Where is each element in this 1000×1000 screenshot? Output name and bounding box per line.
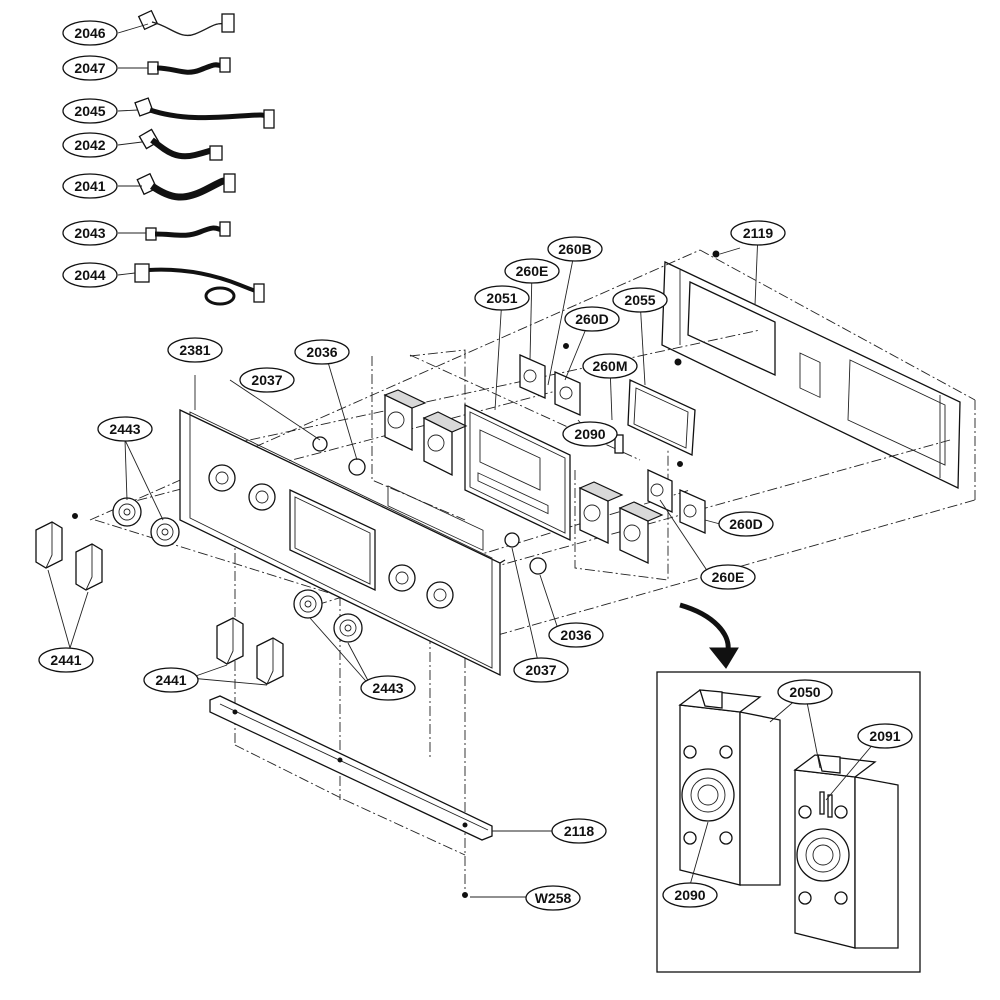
wire-harness-group bbox=[117, 9, 275, 306]
callout-2381: 2381 bbox=[167, 337, 223, 363]
board-260D-upper bbox=[554, 371, 581, 416]
svg-text:2443: 2443 bbox=[109, 421, 140, 437]
svg-text:2118: 2118 bbox=[564, 823, 595, 839]
callout-2037-lower: 2037 bbox=[513, 657, 569, 683]
callout-2119: 2119 bbox=[730, 220, 786, 246]
board-260E-lower bbox=[647, 468, 673, 514]
harness-2045 bbox=[117, 97, 275, 129]
callout-2046: 2046 bbox=[62, 20, 118, 46]
harness-2046 bbox=[117, 9, 235, 37]
callout-2090-detail: 2090 bbox=[662, 882, 718, 908]
encoder-upper-left-2 bbox=[422, 411, 468, 477]
svg-text:W258: W258 bbox=[535, 890, 572, 906]
callout-2118: 2118 bbox=[551, 818, 607, 844]
callout-2090-main: 2090 bbox=[562, 421, 618, 447]
svg-text:2045: 2045 bbox=[74, 103, 105, 119]
svg-text:2090: 2090 bbox=[574, 426, 605, 442]
svg-text:2042: 2042 bbox=[74, 137, 105, 153]
svg-text:260D: 260D bbox=[575, 311, 608, 327]
svg-text:2046: 2046 bbox=[74, 25, 105, 41]
callout-2043: 2043 bbox=[62, 220, 118, 246]
callout-2050: 2050 bbox=[777, 679, 833, 705]
callout-2037-upper: 2037 bbox=[239, 367, 295, 393]
front-panel-2381 bbox=[179, 375, 506, 677]
knob-rings-and-knobs bbox=[35, 497, 363, 685]
svg-text:2443: 2443 bbox=[372, 680, 403, 696]
callout-2443-lower: 2443 bbox=[360, 675, 416, 701]
callout-2041: 2041 bbox=[62, 173, 118, 199]
svg-text:260B: 260B bbox=[558, 241, 591, 257]
svg-text:2043: 2043 bbox=[74, 225, 105, 241]
knob-lower-2 bbox=[256, 637, 284, 685]
board-260D-lower bbox=[679, 489, 706, 534]
callout-2045: 2045 bbox=[62, 98, 118, 124]
svg-text:2441: 2441 bbox=[50, 652, 81, 668]
bottom-bracket-2118 bbox=[209, 695, 493, 898]
harness-2042 bbox=[117, 128, 223, 161]
callout-2091: 2091 bbox=[857, 723, 913, 749]
back-plate-2119 bbox=[661, 247, 961, 490]
callout-2443-left: 2443 bbox=[97, 416, 153, 442]
callout-2055: 2055 bbox=[612, 287, 668, 313]
encoder-detail-2 bbox=[793, 754, 899, 949]
encoder-lower-right-2 bbox=[618, 501, 664, 565]
svg-text:2044: 2044 bbox=[74, 267, 105, 283]
harness-2041 bbox=[118, 172, 236, 201]
callout-2051: 2051 bbox=[474, 285, 530, 311]
knob-lower-1 bbox=[216, 617, 244, 665]
svg-text:2050: 2050 bbox=[789, 684, 820, 700]
svg-text:260M: 260M bbox=[592, 358, 627, 374]
encoder-detail-1 bbox=[678, 689, 781, 886]
svg-text:2037: 2037 bbox=[525, 662, 556, 678]
callout-2042: 2042 bbox=[62, 132, 118, 158]
detail-inset bbox=[656, 602, 921, 973]
callout-260D-lower: 260D bbox=[718, 511, 774, 537]
svg-text:2441: 2441 bbox=[155, 672, 186, 688]
svg-text:2119: 2119 bbox=[743, 225, 774, 241]
svg-text:2055: 2055 bbox=[624, 292, 655, 308]
control-board-2051 bbox=[387, 403, 571, 551]
svg-text:2037: 2037 bbox=[251, 372, 282, 388]
callout-2047: 2047 bbox=[62, 55, 118, 81]
callout-260M: 260M bbox=[582, 353, 638, 379]
callout-260E-upper: 260E bbox=[504, 258, 560, 284]
svg-text:260D: 260D bbox=[729, 516, 762, 532]
display-cover-2055 bbox=[627, 379, 696, 456]
svg-text:260E: 260E bbox=[712, 569, 745, 585]
board-260E-upper bbox=[519, 354, 546, 399]
svg-text:2091: 2091 bbox=[869, 728, 900, 744]
callout-2441-left: 2441 bbox=[38, 647, 94, 673]
callout-2441-lower: 2441 bbox=[143, 667, 199, 693]
svg-text:2090: 2090 bbox=[674, 887, 705, 903]
knob-left-2 bbox=[75, 543, 103, 591]
encoder-upper-left-1 bbox=[383, 389, 427, 452]
svg-text:2047: 2047 bbox=[74, 60, 105, 76]
svg-text:2041: 2041 bbox=[74, 178, 105, 194]
callout-260E-lower: 260E bbox=[700, 564, 756, 590]
callout-2044: 2044 bbox=[62, 262, 118, 288]
callout-W258: W258 bbox=[525, 885, 581, 911]
svg-text:2381: 2381 bbox=[179, 342, 210, 358]
encoder-lower-right-1 bbox=[578, 481, 624, 545]
knob-left-1 bbox=[35, 521, 63, 569]
encoder-assemblies bbox=[312, 343, 706, 575]
harness-2043 bbox=[118, 221, 231, 241]
callout-260B: 260B bbox=[547, 236, 603, 262]
svg-text:2036: 2036 bbox=[560, 627, 591, 643]
svg-text:2051: 2051 bbox=[486, 290, 517, 306]
callout-2036-lower: 2036 bbox=[548, 622, 604, 648]
harness-2047 bbox=[118, 57, 231, 75]
harness-2044 bbox=[117, 263, 265, 306]
callout-260D-upper: 260D bbox=[564, 306, 620, 332]
callouts: 2046 2047 2045 2042 2041 2043 2044 2381 … bbox=[38, 20, 913, 911]
callout-2036-upper: 2036 bbox=[294, 339, 350, 365]
svg-text:260E: 260E bbox=[516, 263, 549, 279]
svg-text:2036: 2036 bbox=[306, 344, 337, 360]
